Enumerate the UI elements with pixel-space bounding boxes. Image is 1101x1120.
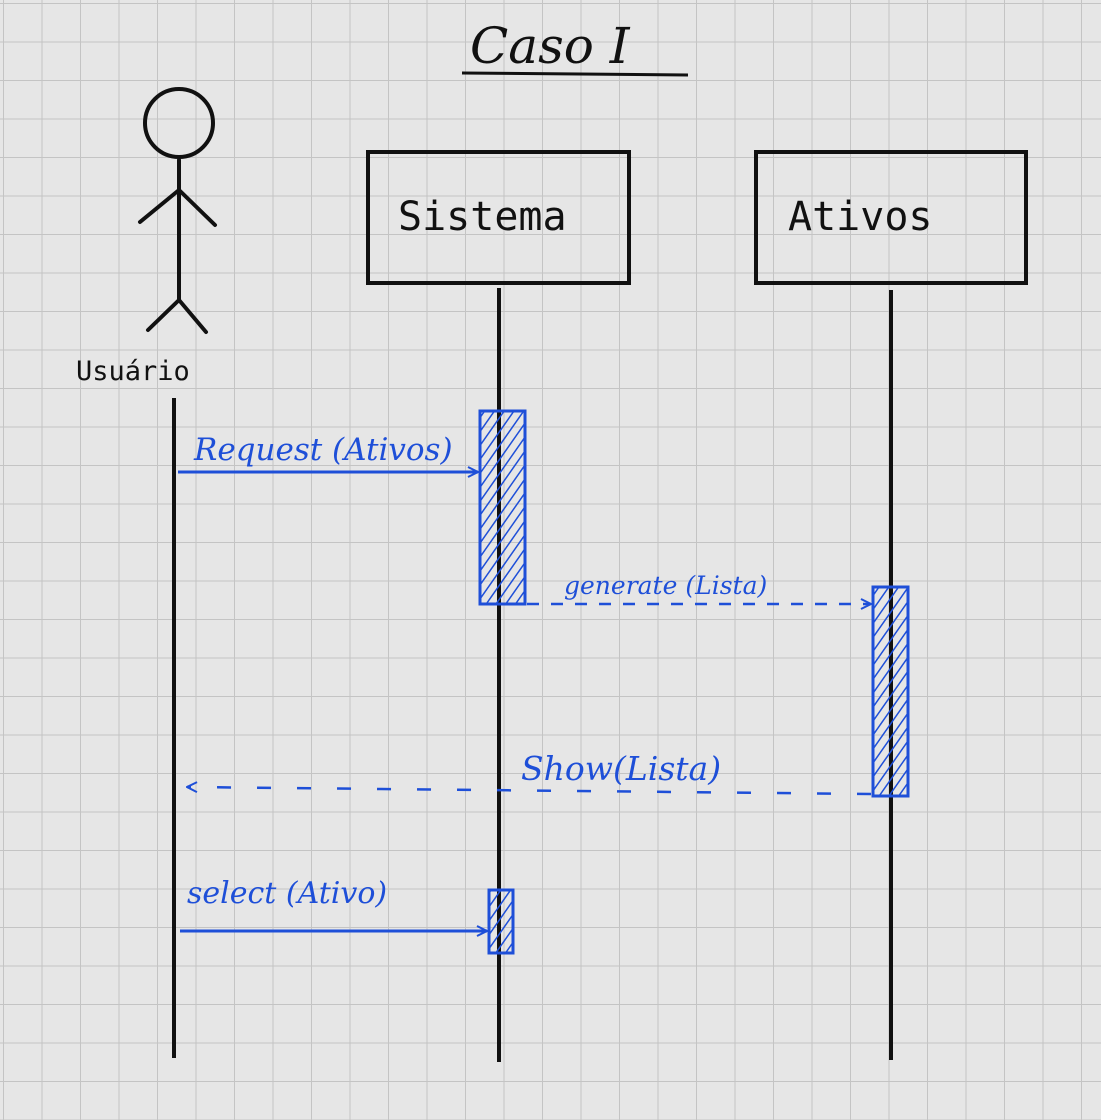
participant-box-ativos <box>754 150 1028 285</box>
actor-arms <box>138 187 217 227</box>
message-arrow-show <box>187 787 872 796</box>
participant-label-sistema: Sistema <box>398 194 567 240</box>
actor-usuario <box>138 87 217 334</box>
actor-label: Usuário <box>76 356 190 387</box>
title-underline <box>461 71 689 77</box>
participant-label-ativos: Ativos <box>788 194 933 240</box>
message-label-select: select (Ativo) <box>187 876 387 911</box>
activation-bar-sistema-2 <box>487 888 515 955</box>
message-label-generate: generate (Lista) <box>564 571 767 600</box>
activation-bar-ativos <box>871 585 910 798</box>
message-label-request: Request (Ativos) <box>193 432 453 468</box>
actor-legs <box>146 297 208 334</box>
message-label-show: Show(Lista) <box>521 749 721 788</box>
actor-head <box>143 87 215 159</box>
participant-box-sistema <box>366 150 631 285</box>
activation-bar-sistema-1 <box>478 409 527 606</box>
diagram-title: Caso I <box>470 17 631 75</box>
